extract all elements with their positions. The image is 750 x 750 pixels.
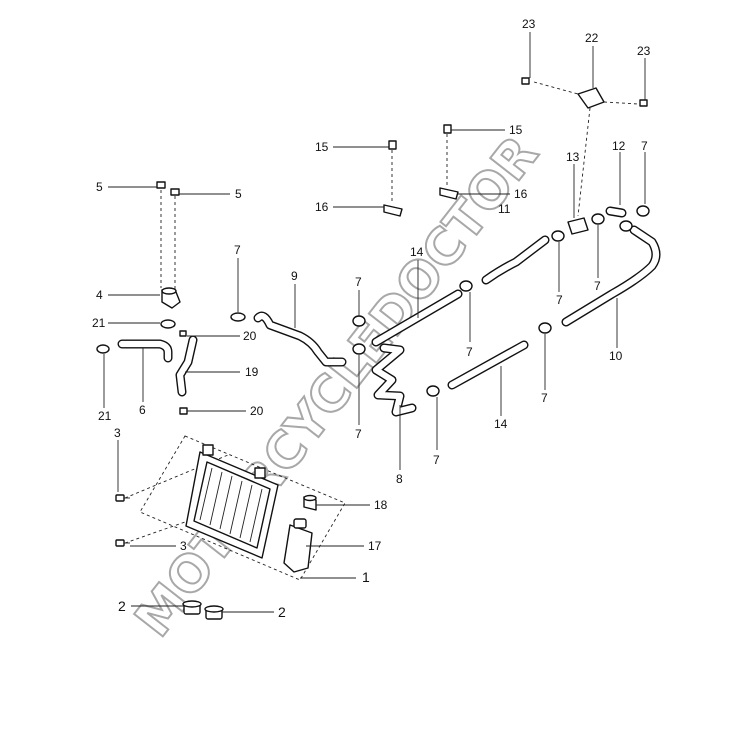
callout-10: 10 — [609, 349, 623, 363]
reservoir-cap[interactable] — [303, 494, 317, 511]
hose-11[interactable] — [481, 235, 550, 285]
callout-14: 14 — [410, 245, 424, 259]
pipe-14-upper[interactable] — [371, 289, 463, 347]
callout-7: 7 — [234, 243, 241, 257]
fitting-13[interactable] — [567, 217, 589, 235]
clamp-7-f[interactable] — [551, 230, 565, 242]
clamp-7-g[interactable] — [538, 322, 552, 334]
callout-7: 7 — [355, 427, 362, 441]
callout-6: 6 — [139, 403, 146, 417]
bolt-right-5[interactable] — [170, 188, 180, 293]
callout-4: 4 — [96, 288, 103, 302]
callout-7: 7 — [594, 279, 601, 293]
callout-21: 21 — [98, 409, 112, 423]
callout-5: 5 — [96, 180, 103, 194]
clamp-21-upper[interactable] — [160, 319, 176, 329]
callout-16: 16 — [514, 187, 528, 201]
callouts: 5 5 4 21 20 21 6 19 20 3 3 7 9 7 7 8 14 … — [92, 17, 651, 620]
watermark: MOTORCYCLEDOCTOR — [123, 124, 551, 648]
callout-7: 7 — [355, 275, 362, 289]
callout-1: 1 — [362, 569, 370, 585]
grommet-right[interactable] — [204, 605, 224, 620]
callout-3: 3 — [180, 539, 187, 553]
reservoir-tank[interactable] — [283, 518, 313, 573]
callout-18: 18 — [374, 498, 388, 512]
fitting-20-lower[interactable] — [179, 407, 188, 415]
clamp-21-lower[interactable] — [96, 344, 110, 354]
bracket-22[interactable] — [533, 81, 639, 217]
callout-17: 17 — [368, 539, 382, 553]
clamp-7-h[interactable] — [591, 213, 605, 225]
callout-5: 5 — [235, 187, 242, 201]
hose-6[interactable] — [117, 339, 173, 363]
bolt-15-left[interactable] — [388, 140, 397, 204]
clip-16-right[interactable] — [439, 187, 459, 200]
clamp-7-c[interactable] — [352, 343, 366, 355]
thermostat-housing[interactable] — [161, 287, 181, 309]
callout-19: 19 — [245, 365, 259, 379]
callout-2: 2 — [118, 598, 126, 614]
callout-11: 11 — [498, 202, 511, 216]
svg-text:MOTORCYCLEDOCTOR: MOTORCYCLEDOCTOR — [124, 125, 550, 647]
grommet-left[interactable] — [182, 600, 202, 615]
callout-23: 23 — [522, 17, 536, 31]
callout-16: 16 — [315, 200, 329, 214]
callout-15: 15 — [315, 140, 329, 154]
callout-9: 9 — [291, 269, 298, 283]
callout-23: 23 — [637, 44, 651, 58]
bolt-23-left[interactable] — [521, 77, 530, 85]
hose-10[interactable] — [561, 225, 661, 327]
bolt-left-5[interactable] — [156, 181, 166, 288]
callout-7: 7 — [641, 139, 648, 153]
callout-22: 22 — [585, 31, 599, 45]
callout-7: 7 — [466, 345, 473, 359]
callout-14: 14 — [494, 417, 508, 431]
callout-7: 7 — [433, 453, 440, 467]
leader-lines — [103, 32, 646, 613]
callout-2: 2 — [278, 604, 286, 620]
clamp-7-a[interactable] — [230, 312, 246, 322]
callout-21: 21 — [92, 316, 106, 330]
callout-8: 8 — [396, 472, 403, 486]
pipe-14-lower[interactable] — [447, 340, 529, 390]
radiator-frame — [124, 435, 346, 581]
callout-7: 7 — [556, 293, 563, 307]
clamp-7-d[interactable] — [459, 280, 473, 292]
clamp-7-b[interactable] — [352, 315, 366, 327]
bolt-lower-3[interactable] — [115, 539, 130, 547]
callout-20: 20 — [250, 404, 264, 418]
bolt-23-right[interactable] — [639, 99, 648, 107]
callout-12: 12 — [612, 139, 626, 153]
callout-3: 3 — [114, 426, 121, 440]
clamp-7-i[interactable] — [636, 205, 650, 217]
callout-15: 15 — [509, 123, 523, 137]
clamp-7-e[interactable] — [426, 385, 440, 397]
clip-16-left[interactable] — [383, 204, 403, 217]
callout-7: 7 — [541, 391, 548, 405]
bolt-upper-3[interactable] — [115, 494, 130, 502]
clamp-7-j[interactable] — [619, 220, 633, 232]
fitting-20-upper[interactable] — [179, 330, 187, 337]
callout-13: 13 — [566, 150, 580, 164]
bolt-15-right[interactable] — [443, 124, 452, 186]
pipe-19[interactable] — [175, 335, 198, 397]
hose-9[interactable] — [253, 311, 347, 367]
radiator[interactable] — [185, 444, 279, 559]
callout-20: 20 — [243, 329, 257, 343]
hose-8[interactable] — [371, 343, 417, 417]
hose-12[interactable] — [605, 206, 627, 218]
